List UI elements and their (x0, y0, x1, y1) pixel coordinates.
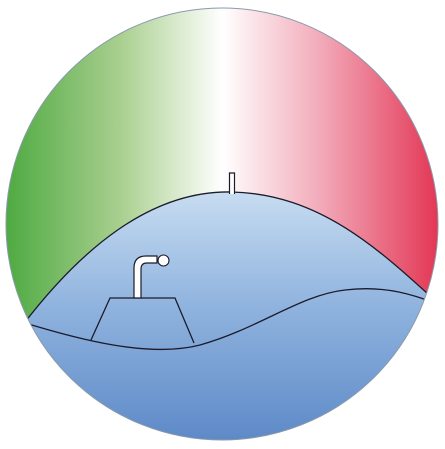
bubble-icon (158, 255, 169, 266)
antenna-icon (230, 173, 235, 194)
